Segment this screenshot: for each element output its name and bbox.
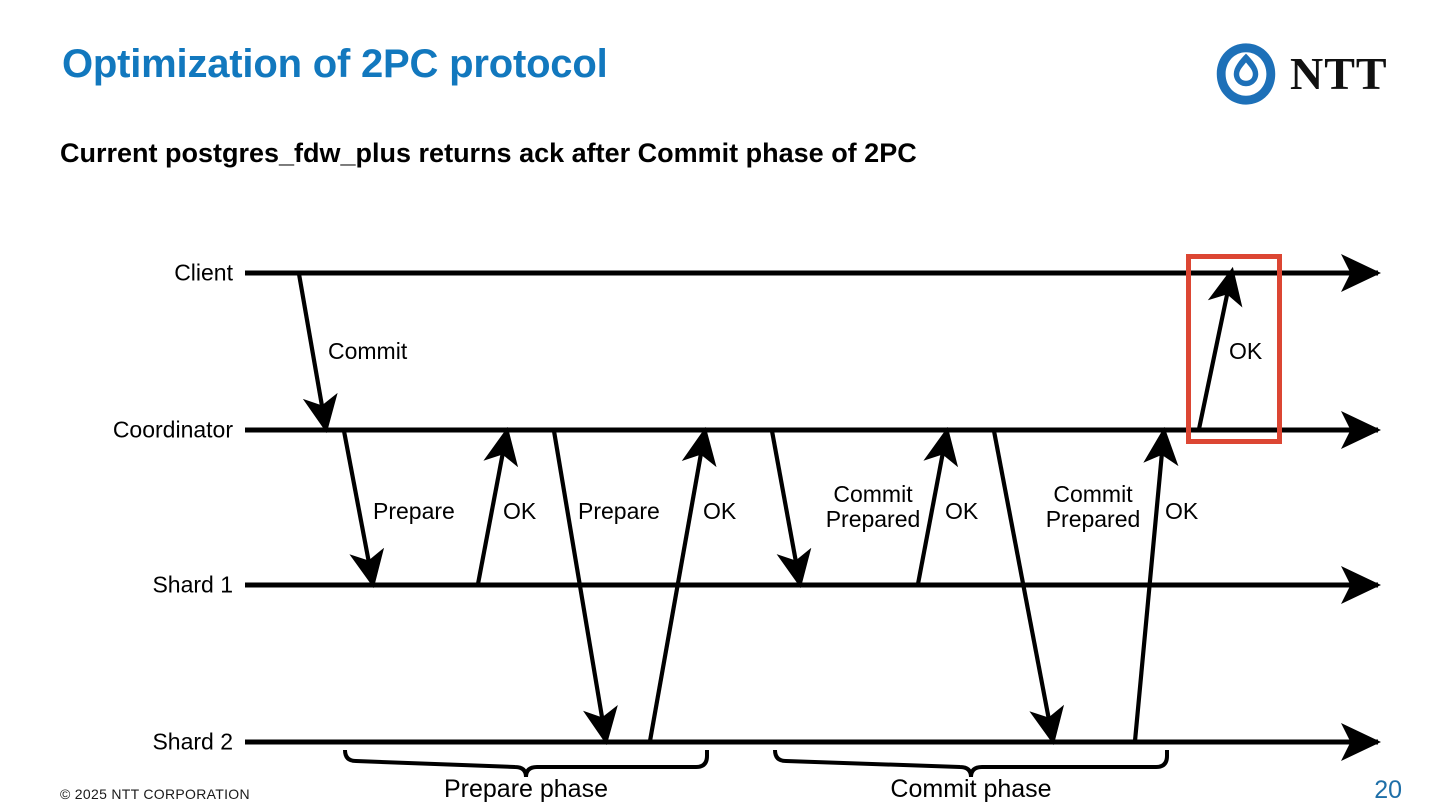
- phase-brace-group: [343, 749, 1169, 778]
- phase-brace-prepare-phase: [343, 749, 709, 778]
- ntt-circle-mark: [1216, 43, 1276, 105]
- message-arrow-group: [296, 266, 1243, 746]
- message-label-1-prepare: Prepare: [373, 498, 455, 524]
- message-arrow-6-ok: [915, 426, 959, 585]
- message-label-2-ok: OK: [503, 498, 537, 524]
- ntt-wordmark: NTT: [1290, 48, 1388, 99]
- phase-label-prepare-phase: Prepare phase: [443, 775, 609, 803]
- message-arrow-7-commit-prepared: [991, 430, 1065, 746]
- message-label-6-ok: OK: [945, 498, 979, 524]
- message-arrow-9-ok: [1196, 266, 1243, 430]
- message-label-0-commit: Commit: [328, 338, 408, 364]
- ack-highlight-box: [1186, 254, 1282, 444]
- message-label-9-ok: OK: [1229, 338, 1263, 364]
- page-title: Optimization of 2PC protocol: [62, 42, 608, 86]
- lifeline-label-shard-1: Shard 1: [152, 571, 233, 598]
- phase-label-commit-phase: Commit phase: [890, 775, 1052, 803]
- message-label-8-ok: OK: [1165, 498, 1199, 524]
- phase-brace-commit-phase: [773, 749, 1169, 778]
- message-label-4-ok: OK: [703, 498, 737, 524]
- message-label-3-prepare: Prepare: [578, 498, 660, 524]
- page-number: 20: [1374, 776, 1402, 804]
- message-arrow-0-commit: [296, 273, 338, 434]
- lifeline-label-coordinator: Coordinator: [112, 416, 233, 443]
- lifeline-label-client: Client: [174, 259, 233, 286]
- lifeline-label-shard-2: Shard 2: [152, 728, 233, 755]
- message-arrow-4-ok: [647, 426, 717, 742]
- message-arrow-8-ok: [1132, 426, 1179, 742]
- message-arrow-1-prepare: [341, 430, 385, 589]
- message-arrow-3-prepare: [551, 430, 618, 746]
- message-arrow-2-ok: [475, 426, 519, 585]
- slide-subtitle: Current postgres_fdw_plus returns ack af…: [60, 138, 917, 168]
- message-arrow-5-commit-prepared: [769, 430, 812, 589]
- copyright-notice: © 2025 NTT CORPORATION: [60, 786, 250, 802]
- ntt-logo: NTT: [1212, 40, 1388, 108]
